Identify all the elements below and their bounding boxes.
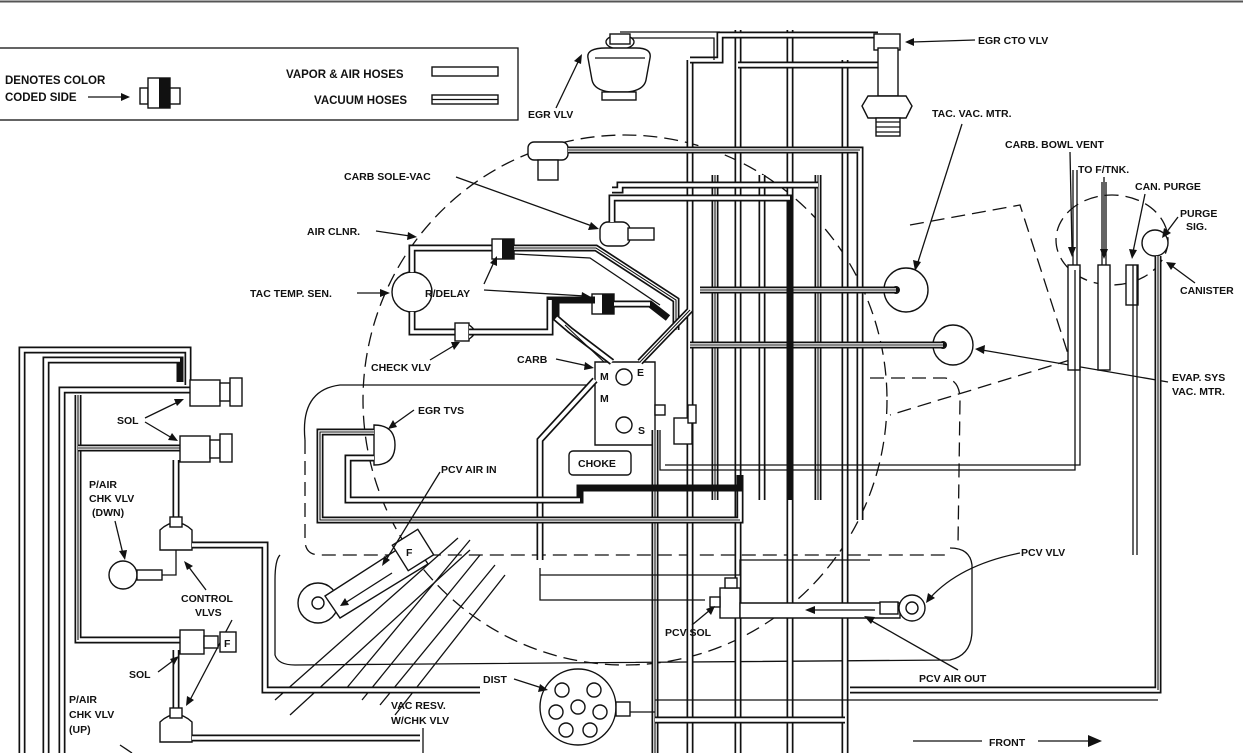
p-air-dwn-label-3: (DWN) <box>92 507 124 519</box>
egr-tvs-label: EGR TVS <box>418 405 464 417</box>
left-hose-network <box>18 346 192 753</box>
engine-outline-right <box>870 377 961 546</box>
sol-lower-label: SOL <box>129 669 151 681</box>
carburetor: M E M S <box>594 361 656 446</box>
front-arrow-head <box>1088 735 1102 747</box>
pcv-air-out-label: PCV AIR OUT <box>919 673 987 685</box>
solenoid-upper-1 <box>189 377 243 407</box>
legend-vapor-hose-swatch <box>431 66 499 77</box>
purge-sig-label-2: SIG. <box>1186 221 1207 233</box>
canister-label: CANISTER <box>1180 285 1234 297</box>
p-air-up-label-2: CHK VLV <box>69 709 114 721</box>
egr-tvs <box>373 424 396 466</box>
control-valve-upper <box>159 516 193 551</box>
choke-label: CHOKE <box>578 458 616 470</box>
r-delay-valve-upper <box>491 238 515 260</box>
p-air-dwn-label-1: P/AIR <box>89 479 117 491</box>
carb-bowl-vent-label: CARB. BOWL VENT <box>1005 139 1105 151</box>
pcv-valve <box>879 594 926 622</box>
p-air-dwn-label-2: CHK VLV <box>89 493 134 505</box>
p-air-check-valve-down <box>108 560 163 590</box>
pcv-air-in-label: PCV AIR IN <box>441 464 497 476</box>
carb-port-m2: M <box>600 393 609 405</box>
carb-label: CARB <box>517 354 548 366</box>
front-label: FRONT <box>989 737 1026 749</box>
carb-port-s: S <box>638 425 645 437</box>
color-coded-connector-icon <box>139 77 181 109</box>
vacuum-tee-connector <box>527 141 569 181</box>
dist-label: DIST <box>483 674 508 686</box>
legend-vapor-air-text: VAPOR & AIR HOSES <box>286 69 404 81</box>
egr-valve <box>587 33 651 101</box>
carb-port-e: E <box>637 367 644 379</box>
vac-resv-label-1: VAC RESV. <box>391 700 446 712</box>
legend-vacuum-text: VACUUM HOSES <box>314 95 407 107</box>
egr-cto-valve <box>861 33 913 137</box>
legend-color-coded-text-1: DENOTES COLOR <box>5 75 106 87</box>
air-cleaner-outline <box>362 134 888 666</box>
choke-pulloff-fitting <box>654 404 697 445</box>
legend-box: DENOTES COLOR CODED SIDE VAPOR & AIR HOS… <box>0 47 519 121</box>
evap-dashed-outline <box>889 204 1071 416</box>
egr-vlv-label: EGR VLV <box>528 109 573 121</box>
engine-outline-upper <box>303 384 655 441</box>
solenoid-upper-2 <box>179 433 233 463</box>
filter-f-upper: F <box>406 547 413 559</box>
tac-vac-mtr-label: TAC. VAC. MTR. <box>932 108 1012 120</box>
legend-color-coded-text-2: CODED SIDE <box>5 92 77 104</box>
air-clnr-label: AIR CLNR. <box>307 226 360 238</box>
distributor <box>539 668 631 746</box>
choke-box <box>568 450 632 476</box>
tac-temp-sen-label: TAC TEMP. SEN. <box>250 288 332 300</box>
vertical-hose-bundle <box>620 30 878 753</box>
carb-sole-vac-label: CARB SOLE-VAC <box>344 171 431 183</box>
sol-upper-label: SOL <box>117 415 139 427</box>
pcv-vlv-label: PCV VLV <box>1021 547 1065 559</box>
to-fuel-tank-label: TO F/TNK. <box>1078 164 1129 176</box>
r-delay-label: R/DELAY <box>425 288 470 300</box>
charcoal-canister <box>1055 170 1169 371</box>
filter-f-lower: F <box>224 638 231 650</box>
evap-sys-label-2: VAC. MTR. <box>1172 386 1225 398</box>
can-purge-label: CAN. PURGE <box>1135 181 1201 193</box>
legend-vacuum-hose-swatch <box>431 94 499 105</box>
vac-resv-label-2: W/CHK VLV <box>391 715 449 727</box>
carb-sole-vac <box>599 181 818 500</box>
engine-outline-lower <box>304 440 945 556</box>
evap-sys-label-1: EVAP. SYS <box>1172 372 1225 384</box>
control-vlvs-label-1: CONTROL <box>181 593 233 605</box>
p-air-up-label-1: P/AIR <box>69 694 97 706</box>
pcv-sol-label: PCV SOL <box>665 627 712 639</box>
p-air-up-label-3: (UP) <box>69 724 91 736</box>
diagonal-tube-1 <box>344 539 481 701</box>
control-valve-lower <box>159 707 193 743</box>
egr-cto-vlv-label: EGR CTO VLV <box>978 35 1048 47</box>
check-vlv-label: CHECK VLV <box>371 362 431 374</box>
purge-sig-label-1: PURGE <box>1180 208 1217 220</box>
solenoid-lower: F <box>179 629 237 655</box>
intake-outline <box>274 547 973 666</box>
carb-port-m1: M <box>600 371 609 383</box>
pcv-solenoid <box>709 577 741 619</box>
r-delay-valve-lower <box>591 293 615 315</box>
control-vlvs-label-2: VLVS <box>195 607 222 619</box>
